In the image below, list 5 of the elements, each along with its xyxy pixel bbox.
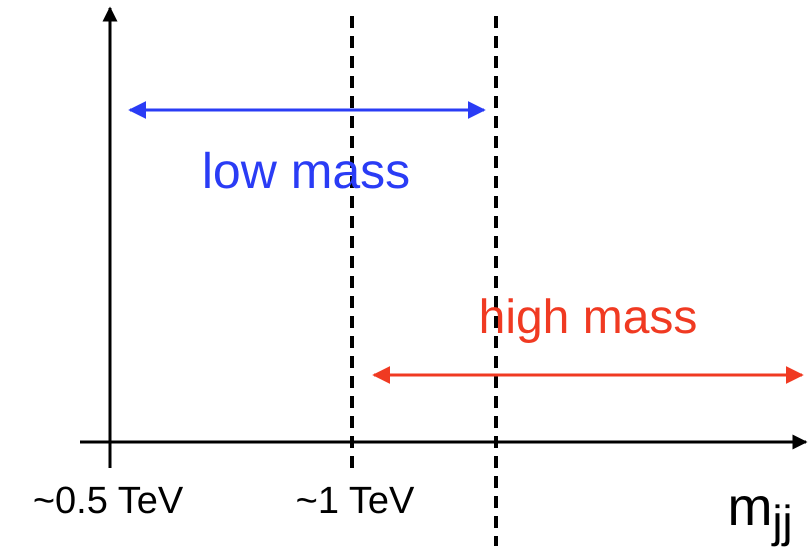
tick-label: ~0.5 TeV bbox=[32, 482, 184, 520]
range-label: low mass bbox=[202, 146, 410, 196]
tick-label: ~1 TeV bbox=[296, 482, 414, 520]
range-label: high mass bbox=[478, 294, 698, 342]
axis-label: m$_{jj}$ bbox=[728, 480, 792, 544]
